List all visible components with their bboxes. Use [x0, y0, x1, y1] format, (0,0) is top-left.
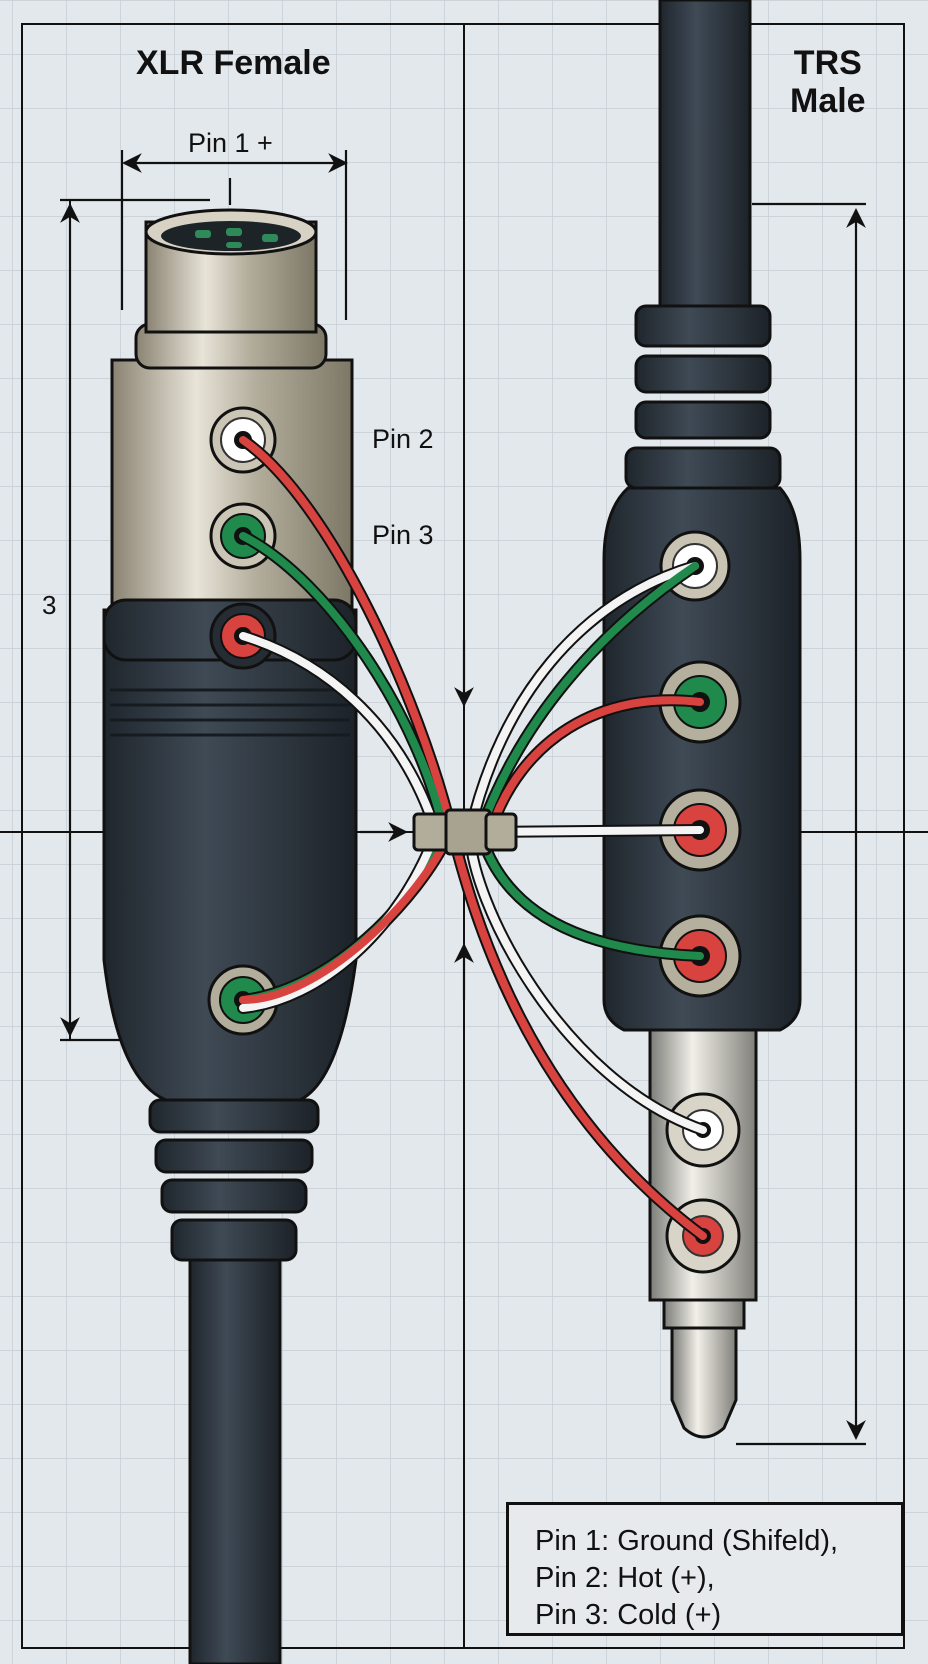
trs-male-title: TRS Male	[790, 44, 866, 120]
top-dimension-label: Pin 1 +	[188, 128, 273, 158]
left-dimension-label: 3	[42, 590, 57, 620]
trs-title-text: TRS Male	[790, 44, 866, 120]
trs-strain-relief	[624, 304, 782, 490]
wire-clamp	[412, 808, 518, 856]
xlr-female-title: XLR Female	[136, 44, 331, 82]
trs-rubber-body	[602, 486, 802, 1032]
trs-tip	[670, 1326, 738, 1439]
xlr-cable	[188, 1258, 282, 1664]
legend-line-pin2: Pin 2: Hot (+),	[535, 1562, 715, 1594]
pin3-callout: Pin 3	[372, 520, 434, 550]
pinout-legend: Pin 1: Ground (Shifeld), Pin 2: Hot (+),…	[506, 1502, 904, 1636]
legend-line-pin1: Pin 1: Ground (Shifeld),	[535, 1525, 839, 1557]
pin2-callout: Pin 2	[372, 424, 434, 454]
wire-red-right	[486, 696, 704, 836]
wire-red-left-lower	[239, 828, 454, 1004]
trs-cable	[658, 0, 752, 322]
xlr-grip-ridges	[110, 688, 350, 737]
trs-male-connector	[602, 0, 802, 1439]
legend-line-pin3: Pin 3: Cold (+)	[535, 1599, 722, 1631]
dimension-arrows	[60, 150, 866, 1446]
xlr-contact-pins	[195, 228, 278, 248]
xlr-rubber-body	[102, 608, 358, 1102]
xlr-strain-relief	[148, 1098, 320, 1262]
